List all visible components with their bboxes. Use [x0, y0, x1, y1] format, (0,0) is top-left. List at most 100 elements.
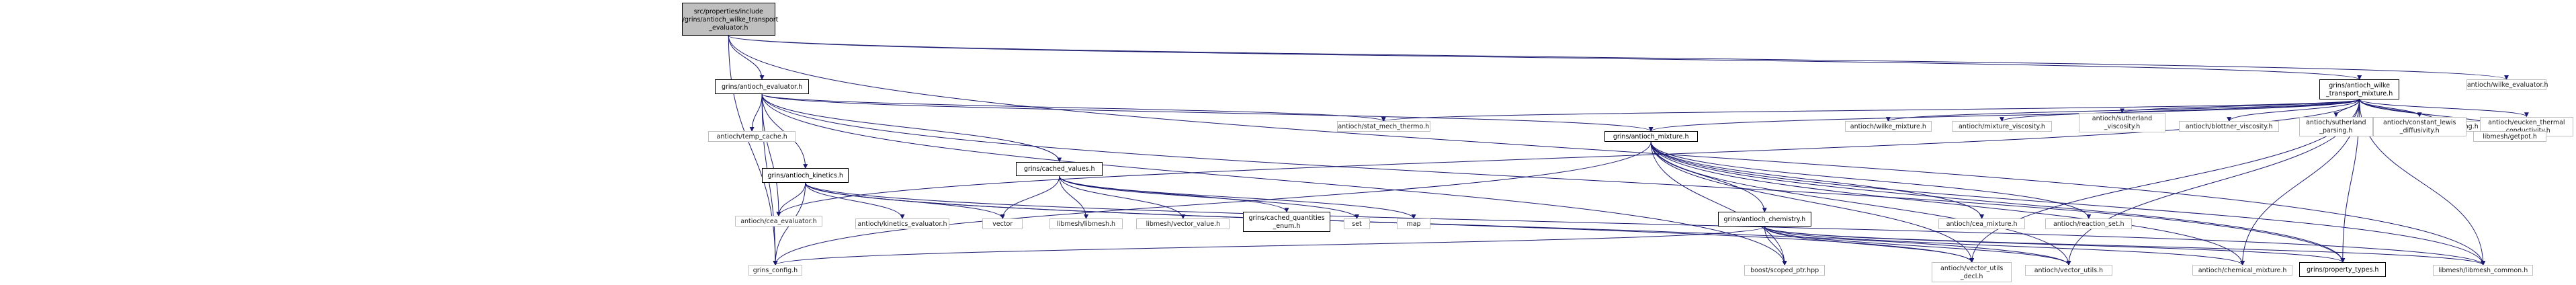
node-cea-evaluator: antioch/cea_evaluator.h [735, 216, 822, 227]
node-label: antioch/blottner_viscosity.h [2185, 123, 2273, 131]
node-cached-quantities-enum[interactable]: grins/cached_quantities_enum.h [1243, 212, 1330, 233]
node-label: libmesh/libmesh.h [1057, 220, 1116, 229]
node-constant-lewis: antioch/constant_lewis_diffusivity.h [2372, 116, 2466, 137]
edge-wilke-transport-mixture-to-stat-mech-thermo [1381, 99, 2360, 122]
edge-cached-values-to-vector [1000, 176, 1060, 220]
edge-root-to-wilke-evaluator [728, 35, 2509, 81]
node-label: antioch/wilke_mixture.h [1850, 123, 1926, 131]
edge-antioch-chemistry-to-vector-utils-decl [1764, 227, 1975, 263]
node-label: antioch/kinetics_evaluator.h [857, 220, 947, 229]
edge-antioch-evaluator-to-scoped-ptr [761, 93, 1787, 266]
node-set: set [1343, 218, 1371, 230]
node-label: antioch/sutherland [2092, 115, 2153, 123]
node-root[interactable]: src/properties/include/grins/antioch_wil… [681, 2, 778, 36]
node-label: libmesh/libmesh_common.h [2438, 267, 2528, 275]
node-label: antioch/vector_utils.h [2034, 267, 2104, 275]
node-antioch-kinetics[interactable]: grins/antioch_kinetics.h [762, 168, 849, 184]
edge-root-to-antioch-evaluator [728, 36, 765, 81]
edge-antioch-evaluator-to-property-types [761, 93, 2346, 263]
node-stat-mech-thermo: antioch/stat_mech_thermo.h [1336, 121, 1430, 132]
edge-antioch-chemistry-to-scoped-ptr [1764, 227, 1787, 266]
node-label: grins_config.h [753, 267, 798, 275]
edge-antioch-mixture-to-vector-utils-decl [1650, 141, 1975, 263]
node-vector: vector [982, 218, 1023, 230]
edge-cached-values-to-cached-quantities-enum [1059, 176, 1289, 213]
edge-antioch-chemistry-to-chemical-mixture [1764, 226, 2245, 266]
node-label: antioch/vector_utils [1940, 265, 2004, 273]
edge-antioch-kinetics-to-libmesh-common [805, 182, 2485, 266]
edge-cached-values-to-vector-value [1059, 176, 1186, 220]
edge-antioch-evaluator-to-cea-evaluator [761, 93, 781, 217]
node-label: antioch/constant_lewis [2383, 119, 2456, 127]
edge-root-to-libmesh-common [728, 36, 2486, 266]
node-label: grins/cached_values.h [1023, 165, 1095, 173]
node-label: _diffusivity.h [2399, 127, 2440, 135]
edge-antioch-chemistry-to-property-types [1764, 226, 2346, 263]
node-label: _parsing.h [2319, 127, 2353, 135]
node-label: grins/cached_quantities [1248, 214, 1325, 222]
node-wilke-evaluator: antioch/wilke_evaluator.h [2466, 79, 2548, 91]
node-label: libmesh/vector_value.h [1146, 220, 1221, 229]
node-label: grins/antioch_kinetics.h [767, 172, 843, 180]
node-label: src/properties/include [693, 7, 763, 15]
edge-antioch-mixture-to-grins-config [773, 141, 1651, 266]
node-label: _decl.h [1960, 273, 1983, 281]
node-label: _conductivity.h [2481, 127, 2573, 135]
node-vector-utils-decl: antioch/vector_utils_decl.h [1931, 262, 2012, 282]
node-label: antioch/mixture_viscosity.h [1958, 123, 2045, 131]
edge-root-to-wilke-transport-mixture [728, 35, 2362, 81]
edge-antioch-chemistry-to-grins-config [773, 226, 1765, 266]
edge-antioch-evaluator-to-cached-values [761, 93, 1062, 163]
edge-root-to-grins-config [728, 36, 778, 266]
node-chemical-mixture: antioch/chemical_mixture.h [2192, 265, 2293, 276]
edge-antioch-mixture-to-cea-mixture [1650, 141, 1985, 220]
node-property-types[interactable]: grins/property_types.h [2299, 262, 2387, 278]
node-antioch-chemistry[interactable]: grins/antioch_chemistry.h [1717, 212, 1811, 227]
node-libmesh-common: libmesh/libmesh_common.h [2433, 265, 2534, 276]
node-label: antioch/stat_mech_thermo.h [1338, 123, 1430, 131]
edge-antioch-mixture-to-vector-utils [1650, 141, 2071, 266]
node-libmesh: libmesh/libmesh.h [1049, 218, 1123, 230]
node-label: antioch/eucken_thermal [2488, 119, 2565, 127]
node-label: grins/antioch_chemistry.h [1723, 216, 1806, 224]
edge-antioch-kinetics-to-kinetics-evaluator [805, 183, 905, 220]
edge-antioch-mixture-to-scoped-ptr [1650, 141, 1787, 266]
edge-wilke-transport-mixture-to-antioch-mixture [1648, 99, 2360, 132]
node-map: map [1397, 218, 1430, 230]
node-getpot: libmesh/getpot.h [2473, 131, 2547, 142]
edge-antioch-chemistry-to-libmesh-common [1764, 226, 2485, 266]
node-vector-utils: antioch/vector_utils.h [2025, 265, 2112, 276]
node-antioch-mixture[interactable]: grins/antioch_mixture.h [1604, 131, 1698, 142]
edge-antioch-mixture-to-libmesh-common [1650, 141, 2486, 266]
edge-antioch-evaluator-to-temp-cache [749, 93, 763, 132]
edge-cached-values-to-map [1059, 176, 1416, 220]
node-blottner-viscosity: antioch/blottner_viscosity.h [2179, 121, 2280, 132]
node-label: antioch/reaction_set.h [2053, 220, 2124, 229]
node-label: antioch/chemical_mixture.h [2198, 267, 2287, 275]
edge-cached-values-to-set [1059, 176, 1359, 220]
node-sutherland-viscosity: antioch/sutherland_viscosity.h [2078, 112, 2166, 133]
edge-antioch-mixture-to-property-types [1650, 141, 2346, 263]
edge-antioch-kinetics-to-vector-utils-decl [805, 183, 1974, 263]
node-cached-values[interactable]: grins/cached_values.h [1016, 161, 1103, 177]
edge-antioch-mixture-to-reaction-set [1650, 141, 2092, 220]
edge-wilke-transport-mixture-to-eucken-thermal [2359, 99, 2529, 118]
edge-wilke-transport-mixture-to-constant-lewis [2359, 99, 2422, 118]
node-wilke-transport-mixture[interactable]: grins/antioch_wilke_transport_mixture.h [2319, 79, 2400, 99]
node-label: grins/antioch_evaluator.h [721, 83, 803, 91]
node-wilke-mixture: antioch/wilke_mixture.h [1844, 121, 1932, 132]
edge-wilke-transport-mixture-to-sutherland-viscosity [2120, 99, 2360, 114]
edge-antioch-mixture-to-chemical-mixture [1650, 141, 2245, 266]
node-label: antioch/cea_evaluator.h [740, 218, 817, 226]
node-vector-value: libmesh/vector_value.h [1136, 218, 1230, 230]
node-grins-config: grins_config.h [748, 265, 802, 276]
node-label: _transport_mixture.h [2326, 90, 2393, 98]
node-mixture-viscosity: antioch/mixture_viscosity.h [1951, 121, 2053, 132]
edge-antioch-mixture-to-antioch-chemistry [1650, 141, 1767, 213]
node-temp-cache: antioch/temp_cache.h [708, 131, 796, 142]
node-antioch-evaluator[interactable]: grins/antioch_evaluator.h [715, 79, 809, 94]
node-label: _viscosity.h [2104, 123, 2141, 131]
edge-antioch-kinetics-to-cea-evaluator [776, 183, 806, 217]
node-label: antioch/wilke_evaluator.h [2466, 81, 2548, 89]
